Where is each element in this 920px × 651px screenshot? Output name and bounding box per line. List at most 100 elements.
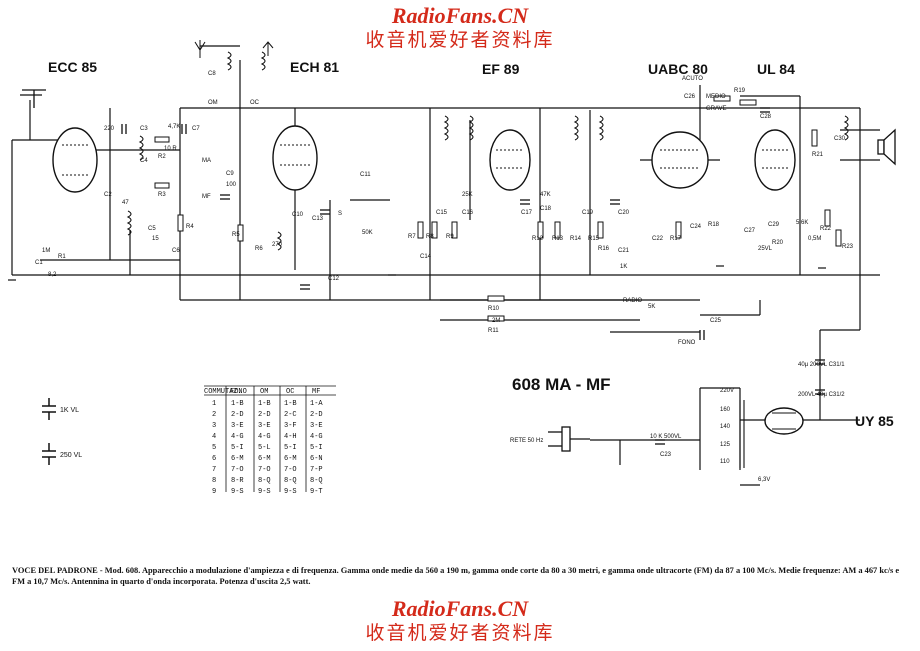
tube-label-ech81: ECH 81 [290, 59, 339, 75]
table-cell: 5-L [258, 444, 271, 452]
table-cell: 4-G [310, 433, 323, 441]
label-r9: R9 [446, 234, 454, 240]
site-name: RadioFans.CN [391, 3, 529, 28]
mode-label-om: OM [208, 100, 218, 106]
label-220: 220 [104, 126, 115, 132]
site-name: RadioFans.CN [391, 596, 529, 621]
mains-label: RETE 50 Hz [510, 438, 543, 444]
label-c10: C10 [292, 212, 304, 218]
table-cell: 7-O [231, 466, 244, 474]
watermark-top: RadioFans.CN 收音机爱好者资料库 [0, 4, 920, 52]
table-cell: 4 [212, 433, 216, 441]
component-labels: C1 C2 C3 C4 C5 C6 C7 C8 C9 C10 C11 C12 C… [35, 71, 854, 334]
label-47: 47 [122, 200, 129, 206]
switch-table-header: OC [286, 388, 294, 396]
table-cell: 1-B [231, 400, 244, 408]
tube-ul84-envelope [754, 129, 796, 191]
label-1m: 1M [42, 248, 50, 254]
tube-label-uy85: UY 85 [855, 413, 894, 429]
label-c28: C28 [760, 114, 772, 120]
table-cell: 8-R [231, 477, 244, 485]
label-c13: C13 [312, 216, 324, 222]
tube-envelopes [52, 125, 804, 435]
label-r4: R4 [186, 224, 194, 230]
label-c17: C17 [521, 210, 533, 216]
label-c21: C21 [618, 248, 630, 254]
label-r18: R18 [708, 222, 720, 228]
table-cell: 3-E [258, 422, 271, 430]
label-c14: C14 [420, 254, 432, 260]
label-c8: C8 [208, 71, 216, 77]
table-cell: 7 [212, 466, 216, 474]
table-cell: 4-H [284, 433, 297, 441]
tap-125: 125 [720, 442, 731, 448]
label-5k: 5K [648, 304, 655, 310]
switch-table: COMMUTAZ. FONO OM OC MF 1 1-B 1-B 1-B 1-… [204, 385, 336, 496]
label-c9: C9 [226, 171, 234, 177]
label-c29: C29 [768, 222, 780, 228]
mains-cap-ref: C23 [660, 452, 672, 458]
label-r10: R10 [488, 306, 500, 312]
label-25vl: 25VL [758, 246, 773, 252]
table-cell: 2-D [310, 411, 323, 419]
table-cell: 9-S [231, 488, 244, 496]
table-cell: 9-S [258, 488, 271, 496]
label-r2: R2 [158, 154, 166, 160]
label-r7: R7 [408, 234, 416, 240]
table-cell: 7-P [310, 466, 323, 474]
label-r6: R6 [255, 246, 263, 252]
table-cell: 1 [212, 400, 216, 408]
table-cell: 7-O [284, 466, 297, 474]
label-c19: C19 [582, 210, 594, 216]
label-r14: R14 [570, 236, 582, 242]
label-50k: 50K [362, 230, 373, 236]
table-cell: 4-G [258, 433, 271, 441]
table-cell: 8-Q [258, 477, 271, 485]
label-c16: C16 [462, 210, 474, 216]
table-cell: 8-Q [310, 477, 323, 485]
tube-label-ul84: UL 84 [757, 61, 795, 77]
mains-cap-label: 10 K 500VL [650, 434, 682, 440]
label-c3: C3 [140, 126, 148, 132]
table-cell: 8 [212, 477, 216, 485]
label-r15: R15 [588, 236, 600, 242]
legend-1k-label: 1K VL [60, 407, 79, 414]
tone-label-acuto: ACUTO [682, 76, 703, 82]
filter-cap-1: 40µ 200VL C31/1 [798, 362, 845, 368]
mode-label-mf: MF [202, 194, 211, 200]
tap-220: 220V [720, 388, 734, 394]
resistors [154, 95, 842, 322]
table-cell: 9-S [284, 488, 297, 496]
label-c2: C2 [104, 192, 112, 198]
table-cell: 2 [212, 411, 216, 419]
selector-label-radio: RADIO [623, 298, 642, 304]
label-c20: C20 [618, 210, 630, 216]
selector-label-fono: FONO [678, 340, 696, 346]
table-cell: 6-M [231, 455, 244, 463]
model-label: 608 MA - MF [512, 375, 611, 394]
label-100: 100 [226, 182, 237, 188]
label-47k: 47K [540, 192, 551, 198]
label-r23: R23 [842, 244, 854, 250]
label-r1: R1 [58, 254, 66, 260]
table-cell: 5 [212, 444, 216, 452]
label-c15: C15 [436, 210, 448, 216]
label-r5: R5 [232, 232, 240, 238]
label-r22: R22 [820, 226, 832, 232]
label-c27: C27 [744, 228, 756, 234]
table-cell: 6-N [310, 455, 323, 463]
label-r13: R13 [552, 236, 564, 242]
table-cell: 9-T [310, 488, 323, 496]
label-c11: C11 [360, 172, 371, 178]
label-c30: C30 [834, 136, 846, 142]
tube-label-ecc85: ECC 85 [48, 59, 97, 75]
tap-110: 110 [720, 459, 730, 465]
site-name-chinese: 收音机爱好者资料库 [365, 29, 555, 51]
label-r11: R11 [488, 328, 499, 334]
table-cell: 5-I [231, 444, 244, 452]
tube-label-ef89: EF 89 [482, 61, 520, 77]
tap-160: 160 [720, 407, 731, 413]
tube-uabc80-envelope [651, 131, 709, 189]
table-cell: 3-F [284, 422, 297, 430]
